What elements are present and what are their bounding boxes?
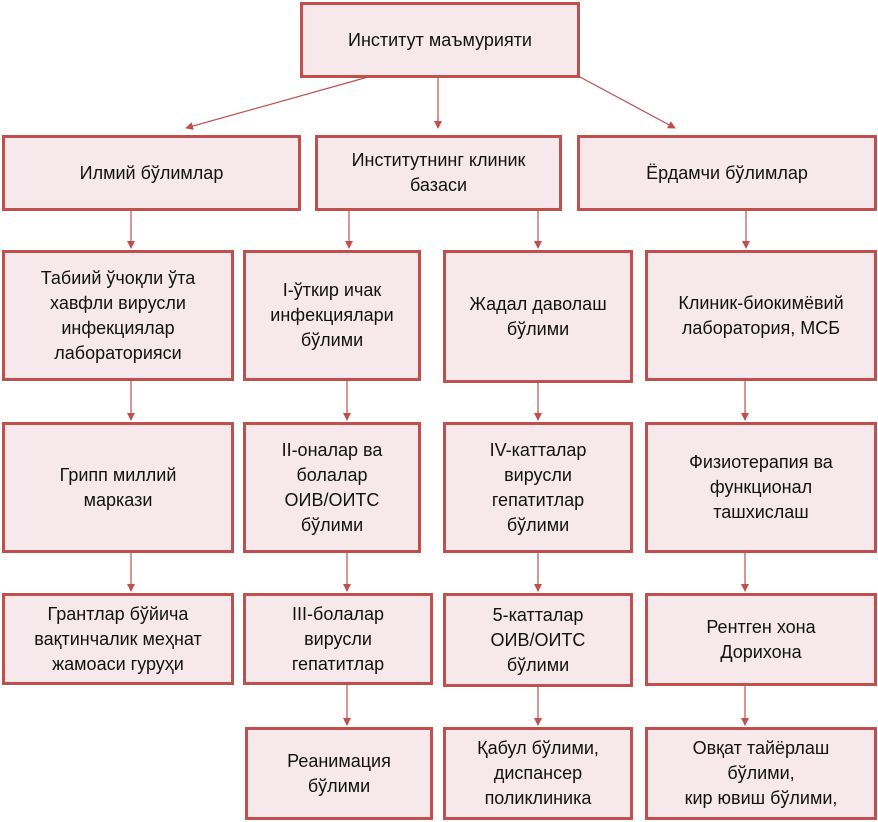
col3-box-4: Қабул бўлими, диспансер поликлиника xyxy=(443,727,633,820)
col4-box-1: Клиник-биокимёвий лаборатория, МСБ xyxy=(645,250,877,381)
col3-box-1: Жадал даволаш бўлими xyxy=(443,250,633,383)
arrow-root-to-scientific xyxy=(185,76,369,130)
col1-box-1: Табиий ўчоқли ўта хавфли вирусли инфекци… xyxy=(2,250,234,381)
branch-auxiliary: Ёрдамчи бўлимлар xyxy=(577,135,877,211)
col4-box-4: Овқат тайёрлаш бўлими, кир ювиш бўлими, xyxy=(645,727,877,820)
col3-box-2: IV-катталар вирусли гепатитлар бўлими xyxy=(443,422,633,553)
root-box: Институт маъмурияти xyxy=(300,2,580,78)
col2-box-3: III-болалар вирусли гепатитлар xyxy=(243,593,433,685)
arrow-root-to-auxiliary xyxy=(579,76,676,129)
col4-box-2: Физиотерапия ва функционал ташхислаш xyxy=(645,422,877,553)
col2-box-4: Реанимация бўлими xyxy=(245,727,433,820)
col4-box-3: Рентген хона Дорихона xyxy=(645,593,877,686)
col2-box-2: II-оналар ва болалар ОИВ/ОИТС бўлими xyxy=(243,422,421,553)
col2-box-1: I-ўткир ичак инфекциялари бўлими xyxy=(243,250,421,381)
col1-box-3: Грантлар бўйича вақтинчалик меҳнат жамоа… xyxy=(2,593,234,685)
branch-scientific: Илмий бўлимлар xyxy=(2,135,301,211)
branch-clinical: Институтнинг клиник базаси xyxy=(315,135,562,211)
col3-box-3: 5-катталар ОИВ/ОИТС бўлими xyxy=(443,593,633,687)
col1-box-2: Грипп миллий маркази xyxy=(2,422,234,553)
